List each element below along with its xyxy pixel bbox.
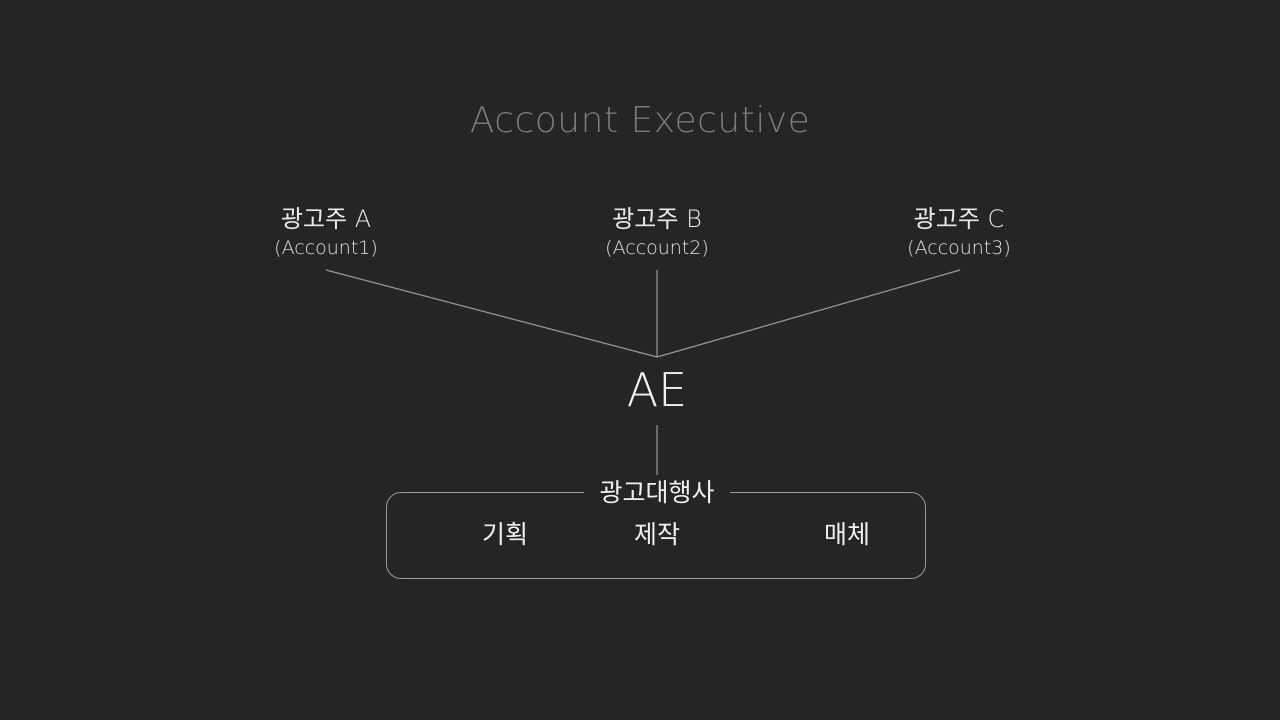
connector-client-a xyxy=(325,269,658,358)
client-name: 광고주 A xyxy=(280,205,372,233)
connector-client-c xyxy=(656,269,961,358)
client-account: (Account2) xyxy=(605,237,709,259)
client-account: (Account1) xyxy=(274,237,378,259)
ae-node: AE xyxy=(626,363,688,417)
client-node-b: 광고주 B (Account2) xyxy=(557,204,757,262)
client-name: 광고주 B xyxy=(612,205,702,233)
department-production: 제작 xyxy=(633,520,680,549)
client-account: (Account3) xyxy=(907,237,1011,259)
agency-label: 광고대행사 xyxy=(584,477,730,509)
diagram-title: Account Executive xyxy=(469,100,811,141)
client-node-a: 광고주 A (Account1) xyxy=(226,204,426,262)
department-media: 매체 xyxy=(823,520,870,549)
client-node-c: 광고주 C (Account3) xyxy=(859,204,1059,262)
client-name: 광고주 C xyxy=(913,205,1005,233)
department-planning: 기획 xyxy=(481,520,528,549)
